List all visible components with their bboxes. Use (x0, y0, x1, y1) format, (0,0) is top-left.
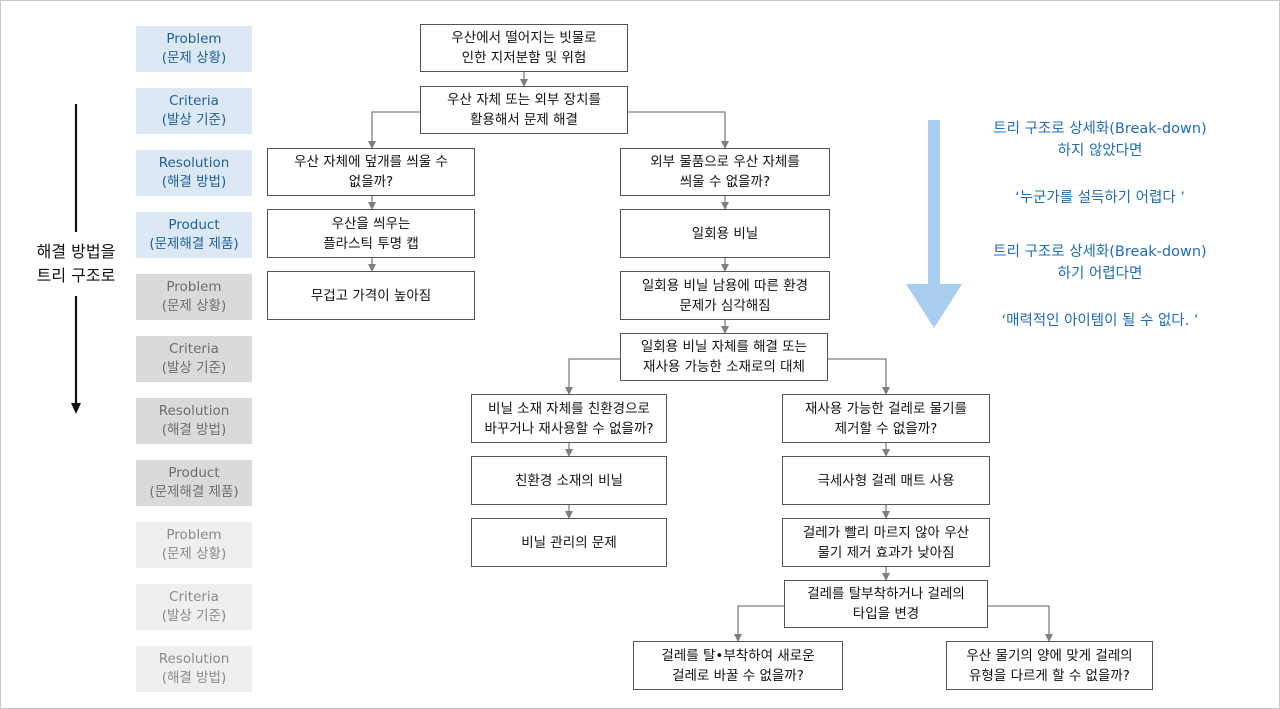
node-cloth-product: 극세사형 걸레 매트 사용 (782, 456, 990, 505)
row-label-product: Product(문제해결 제품) (136, 212, 252, 258)
row-label-resolution: Resolution(해결 방법) (136, 150, 252, 196)
note-not-attractive: ‘매력적인 아이템이 될 수 없다. ’ (1001, 313, 1199, 329)
flow-direction-arrow (71, 104, 81, 414)
connector-line (734, 605, 784, 642)
row-label-resolution: Resolution(해결 방법) (136, 646, 252, 692)
row-label-criteria: Criteria(발상 기준) (136, 584, 252, 630)
node-vinyl-problem: 비닐 관리의 문제 (471, 518, 667, 567)
row-label-problem: Problem(문제 상황) (136, 522, 252, 568)
row-label-product: Product(문제해결 제품) (136, 460, 252, 506)
node-vinyl-product: 친환경 소재의 비닐 (471, 456, 667, 505)
row-label-resolution: Resolution(해결 방법) (136, 398, 252, 444)
row-label-problem: Problem(문제 상황) (136, 26, 252, 72)
breakdown-big-arrow (906, 120, 962, 328)
connector-line (988, 605, 1053, 642)
note-hard-to-persuade: ‘누군가를 설득하기 어렵다 ’ (1015, 190, 1185, 206)
row-label-criteria: Criteria(발상 기준) (136, 88, 252, 134)
connector-line (368, 111, 420, 149)
note-breakdown-hard: 트리 구조로 상세화(Break-down)하기 어렵다면 (993, 244, 1207, 282)
node-left-problem: 무겁고 가격이 높아짐 (267, 271, 475, 320)
row-label-criteria: Criteria(발상 기준) (136, 336, 252, 382)
connector-line (628, 111, 729, 149)
connector-line (565, 358, 620, 395)
row-label-problem: Problem(문제 상황) (136, 274, 252, 320)
note-breakdown-not-done: 트리 구조로 상세화(Break-down)하지 않았다면 (993, 121, 1207, 159)
side-caption: 해결 방법을 트리 구조로 (36, 242, 116, 285)
connector-line (828, 358, 890, 395)
node-right-product: 일회용 비닐 (620, 209, 830, 258)
